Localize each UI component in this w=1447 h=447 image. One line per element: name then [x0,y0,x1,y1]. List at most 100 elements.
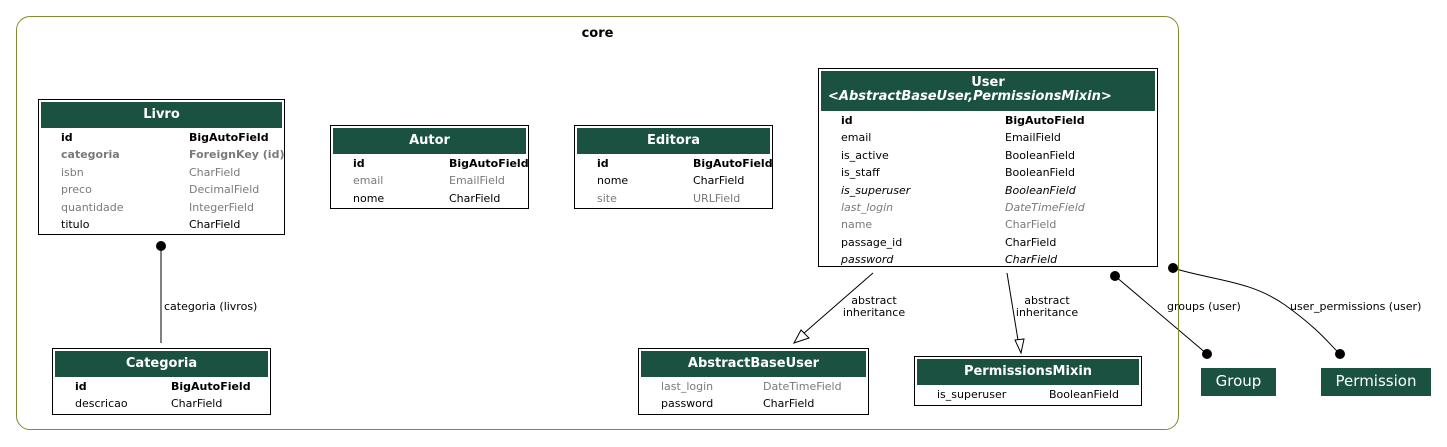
node-group[interactable]: Group [1201,368,1276,396]
field-type: BigAutoField [693,157,773,170]
field-row: preco DecimalField [61,181,278,198]
field-type: CharField [171,397,223,411]
field-type: DateTimeField [1005,201,1085,214]
field-type: DateTimeField [763,380,842,393]
field-type: EmailField [449,174,505,188]
field-name: email [841,131,872,145]
field-type: URLField [693,191,741,205]
field-type: BooleanField [1005,166,1075,180]
field-name: id [61,131,73,144]
field-name: site [597,191,617,205]
field-row: id BigAutoField [841,112,1151,129]
edge-label-abstract-inheritance-1: abstract inheritance [840,295,908,319]
field-row: password CharField [841,251,1151,268]
edge-user-group-dot-end [1202,349,1212,359]
field-name: titulo [61,218,90,231]
field-type: BooleanField [1005,148,1075,162]
field-name: is_superuser [841,183,911,197]
field-name: id [597,157,609,170]
field-type: BigAutoField [189,131,269,144]
edge-label-user-permissions: user_permissions (user) [1290,300,1422,313]
edge-user-abstractbaseuser-arrow [792,329,810,344]
cluster-core: core [16,16,1179,430]
field-name: categoria [61,148,120,162]
field-name: id [75,380,87,393]
field-row: is_active BooleanField [841,147,1151,164]
field-name: email [353,174,384,188]
field-row: is_staff BooleanField [841,164,1151,181]
field-row: nome CharField [353,190,522,207]
model-user-subtitle: <AbstractBaseUser,PermissionsMixin> [828,89,1112,104]
field-name: id [353,157,365,170]
field-type: CharField [693,174,745,188]
field-type: BooleanField [1005,183,1076,197]
field-name: descricao [75,397,128,411]
field-row: isbn CharField [61,164,278,181]
model-user-title: User [971,75,1005,90]
field-name: nome [597,174,629,188]
field-type: CharField [763,397,815,411]
edge-label-abstract-inheritance-2: abstract inheritance [1013,295,1081,319]
field-row: site URLField [597,190,766,207]
field-name: is_staff [841,166,880,180]
field-row: id BigAutoField [61,129,278,146]
field-row: email EmailField [353,172,522,189]
field-row: password CharField [661,395,862,412]
edge-label-categoria-livros: categoria (livros) [164,300,258,313]
edge-user-group-line [1114,275,1208,355]
field-row: nome CharField [597,172,766,189]
edge-user-abstractbaseuser-line [802,272,874,335]
field-name: is_active [841,148,889,162]
field-name: nome [353,191,385,205]
node-permission[interactable]: Permission [1321,368,1431,396]
field-type: CharField [189,165,241,179]
field-row: id BigAutoField [75,378,264,395]
cluster-title: core [581,26,614,41]
field-name: password [661,397,714,411]
field-name: is_superuser [937,388,1007,401]
field-row: id BigAutoField [353,155,529,172]
field-type: ForeignKey (id) [189,148,285,162]
field-name: id [841,114,853,127]
edge-label-inheritance-1: inheritance [842,306,906,319]
model-abstractbaseuser-title: AbstractBaseUser [641,351,866,377]
field-type: BigAutoField [449,157,529,170]
model-autor[interactable]: Autor id BigAutoField email EmailField nome C… [330,125,529,209]
field-type: BooleanField [1049,388,1119,401]
model-user[interactable]: User <AbstractBaseUser,PermissionsMixin>… [818,68,1158,267]
edge-label-abstract-2: abstract [1024,294,1070,307]
edge-user-permission-dot-end [1335,349,1345,359]
edge-user-permissionsmixin-line [1006,272,1019,341]
field-name: password [841,253,894,267]
field-row: quantidade IntegerField [61,199,278,216]
field-name: quantidade [61,200,124,214]
model-user-header: User <AbstractBaseUser,PermissionsMixin> [821,71,1155,111]
field-type: BigAutoField [1005,114,1085,127]
field-name: name [841,218,873,232]
edge-label-groups: groups (user) [1167,300,1241,313]
edge-label-abstract-1: abstract [851,294,897,307]
field-type: CharField [449,191,501,205]
field-name: preco [61,183,92,197]
field-type: DecimalField [189,183,260,197]
field-type: CharField [1005,253,1058,267]
field-row: descricao CharField [75,395,264,412]
field-type: BigAutoField [171,380,251,393]
field-name: isbn [61,165,84,179]
field-row: is_superuser BooleanField [841,182,1151,199]
field-type: IntegerField [189,200,254,214]
model-autor-title: Autor [333,128,526,154]
